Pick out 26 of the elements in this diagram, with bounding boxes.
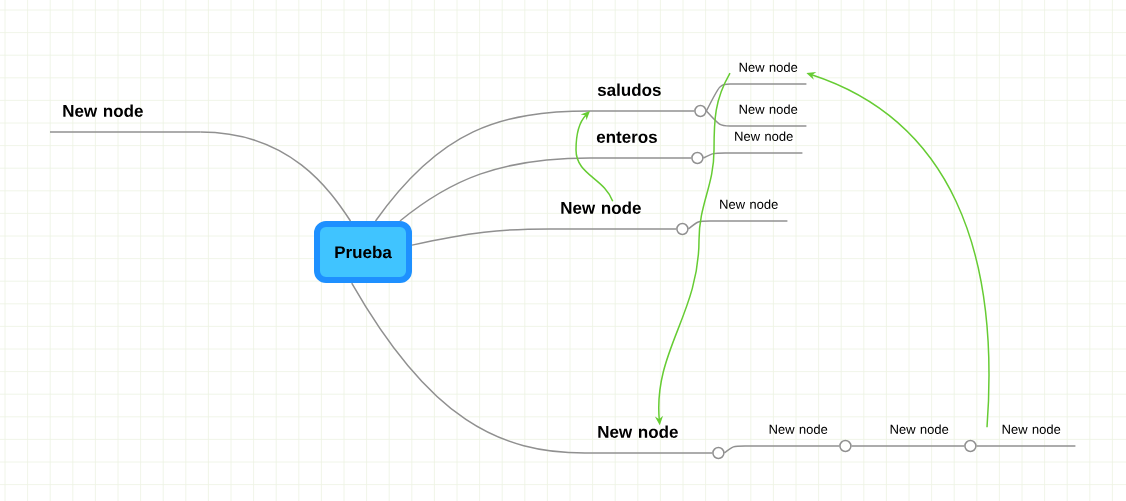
branch-line (687, 220, 711, 230)
branch-line (850, 445, 863, 447)
branch-line (705, 110, 731, 127)
branch-line (350, 282, 586, 454)
topic-label: enteros (589, 131, 704, 165)
subtopic-label: New node (729, 104, 808, 127)
branch-line (411, 228, 551, 246)
branch-line (399, 157, 591, 222)
topic-label: New node (49, 104, 202, 133)
branch-line (705, 83, 731, 112)
branch-line (702, 152, 726, 159)
branch-line (975, 445, 988, 447)
topic-label: New node (584, 425, 725, 460)
branch-line (723, 445, 746, 454)
subtopic-label: New node (986, 424, 1077, 447)
relation-arrow (575, 111, 614, 203)
subtopic-label: New node (724, 131, 804, 154)
root-topic-box: Prueba (314, 221, 412, 283)
topic-label: New node (549, 201, 689, 236)
branch-line (374, 110, 591, 222)
subtopic-label: New node (729, 62, 808, 85)
subtopic-label: New node (861, 424, 977, 453)
subtopic-label: New node (709, 199, 789, 222)
topic-label: saludos (589, 83, 707, 118)
subtopic-label: New node (744, 424, 852, 453)
branch-line (199, 131, 352, 222)
